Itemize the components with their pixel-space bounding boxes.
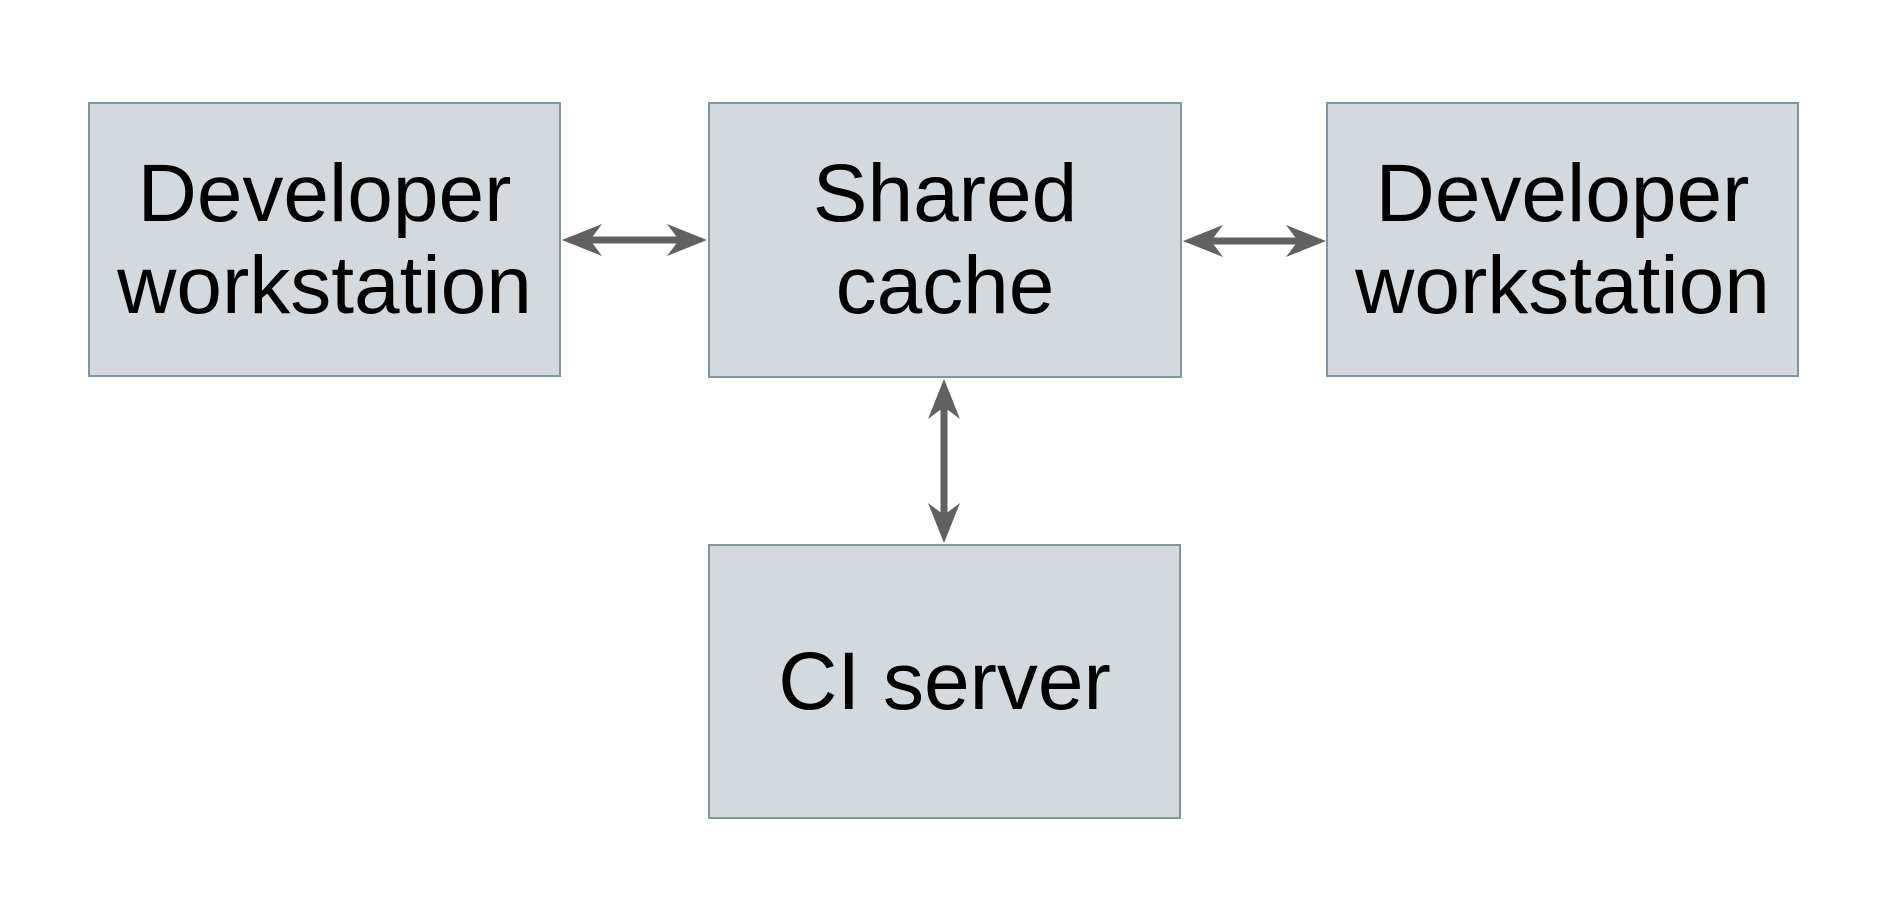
node-shared-cache: Shared cache [708, 102, 1182, 378]
node-developer-workstation-left: Developer workstation [88, 102, 561, 377]
node-label-line: Developer [137, 147, 512, 239]
node-label-line: CI server [778, 635, 1111, 727]
node-label-line: workstation [1355, 239, 1770, 331]
node-label-line: cache [835, 240, 1055, 331]
edge-shared-cache-dev-right [1183, 225, 1326, 257]
node-label-line: Developer [1375, 147, 1750, 239]
node-developer-workstation-right: Developer workstation [1326, 102, 1799, 377]
edge-shared-cache-ci-server [928, 379, 960, 543]
node-ci-server: CI server [708, 544, 1181, 819]
edge-dev-left-shared-cache [562, 224, 707, 256]
node-label-line: workstation [117, 239, 532, 331]
node-label-line: Shared [812, 148, 1078, 240]
